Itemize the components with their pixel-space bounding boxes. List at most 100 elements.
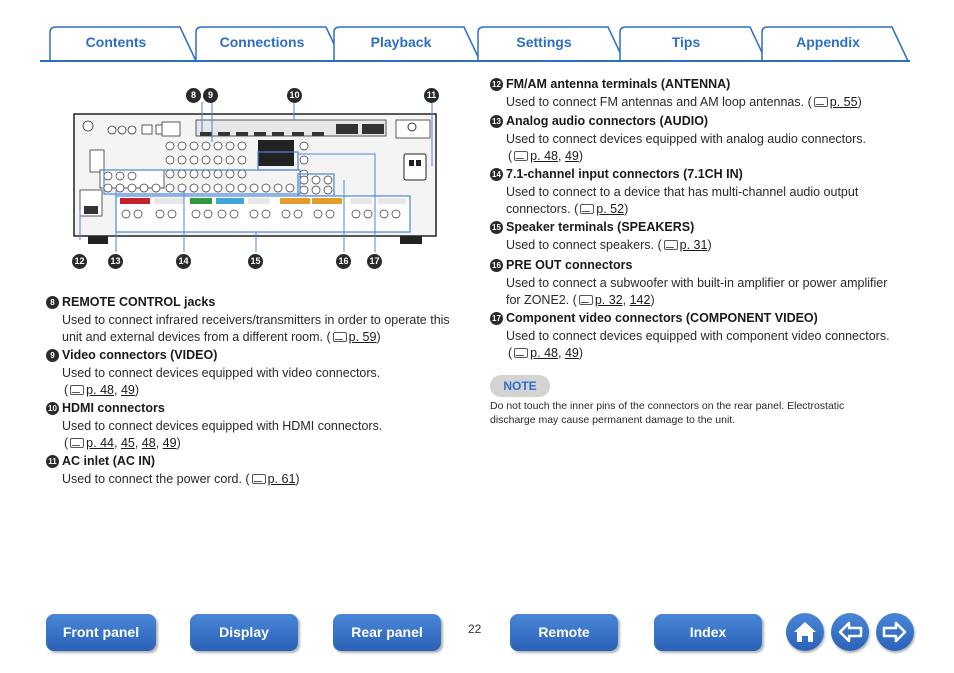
entry-number: 17: [490, 311, 503, 325]
display-button[interactable]: Display: [190, 614, 298, 651]
rear-panel-diagram: 8 9 10 11 12 13 14 15 16 17: [60, 80, 452, 276]
callout-marker-14: 14: [176, 254, 191, 269]
page-ref-link[interactable]: p. 48: [530, 345, 558, 360]
back-button[interactable]: [831, 613, 869, 651]
entry-body: Used to connect devices equipped with co…: [490, 328, 910, 361]
page-ref-icon: [332, 331, 347, 342]
entry-title: Video connectors (VIDEO): [62, 348, 218, 362]
entry-body: Used to connect the power cord. (p. 61): [46, 471, 466, 488]
page-ref-link[interactable]: 49: [564, 345, 579, 360]
tab-contents[interactable]: Contents: [48, 26, 198, 62]
entry-text: ): [707, 238, 712, 252]
note-badge: NOTE: [490, 375, 550, 397]
page-ref-icon: [514, 150, 529, 161]
entry-body: Used to connect devices equipped with an…: [490, 131, 910, 164]
entry-text: Used to connect devices equipped with co…: [506, 329, 890, 343]
page-ref-icon: [251, 474, 266, 484]
tab-connections[interactable]: Connections: [194, 26, 344, 62]
callout-marker-10: 10: [287, 88, 302, 103]
home-button[interactable]: [786, 613, 824, 651]
page-ref-link[interactable]: 142: [629, 292, 651, 307]
page-ref-link[interactable]: p. 31: [679, 238, 708, 252]
page-ref-link[interactable]: 45: [120, 435, 135, 450]
entry-text: ): [650, 292, 655, 307]
entry-text: Used to connect a subwoofer with built-i…: [506, 276, 888, 290]
tab-appendix[interactable]: Appendix: [760, 26, 910, 62]
page-ref-icon: [663, 240, 678, 250]
callout-marker-13: 13: [108, 254, 123, 269]
entry-body: Used to connect to a device that has mul…: [490, 184, 910, 217]
page-ref-icon: [578, 294, 593, 305]
page-ref-link[interactable]: p. 61: [267, 472, 296, 486]
callout-marker-11: 11: [424, 88, 439, 103]
entry-number: 10: [46, 401, 59, 415]
page-ref-link[interactable]: p. 32: [594, 292, 623, 307]
tab-underline: [40, 60, 910, 62]
callout-marker-9: 9: [203, 88, 218, 103]
page-ref-link[interactable]: 48: [141, 435, 156, 450]
tab-settings[interactable]: Settings: [476, 26, 626, 62]
remote-button[interactable]: Remote: [510, 614, 618, 651]
entry-text: ): [134, 382, 140, 397]
front-panel-button[interactable]: Front panel: [46, 614, 156, 651]
tab-shape: [49, 26, 197, 62]
page-ref-link[interactable]: p. 44: [86, 435, 114, 450]
page-ref-link[interactable]: p. 48: [86, 382, 114, 397]
page-ref-link[interactable]: 49: [564, 148, 579, 163]
note-line: Do not touch the inner pins of the conne…: [490, 400, 845, 412]
arrow-left-icon: [838, 621, 863, 643]
page-ref-link[interactable]: 49: [120, 382, 135, 397]
tab-shape: [333, 26, 481, 62]
entry-text: (: [508, 345, 513, 360]
tab-label: Appendix: [796, 34, 860, 50]
rear-panel-button[interactable]: Rear panel: [333, 614, 441, 651]
tab-shape: [477, 26, 625, 62]
page-ref-link[interactable]: p. 48: [530, 148, 558, 163]
entry-text: ): [176, 435, 181, 450]
page-ref-link[interactable]: 49: [162, 435, 177, 450]
tab-label: Tips: [671, 34, 701, 50]
page-ref-link[interactable]: p. 59: [348, 329, 377, 344]
tab-label: Contents: [85, 34, 147, 50]
entry-text: (: [64, 382, 69, 397]
top-tab-bar: Contents Connections Playback Settings T…: [40, 26, 910, 62]
page-ref-link[interactable]: p. 55: [829, 95, 858, 109]
callout-marker-16: 16: [336, 254, 351, 269]
index-button[interactable]: Index: [654, 614, 762, 651]
forward-button[interactable]: [876, 613, 914, 651]
note-text: Do not touch the inner pins of the conne…: [490, 399, 910, 427]
entry-text: Used to connect speakers. (: [506, 238, 662, 252]
tab-playback[interactable]: Playback: [332, 26, 482, 62]
entry-number: 16: [490, 258, 503, 272]
entry-text: Used to connect infrared receivers/trans…: [62, 313, 450, 327]
entry-text: connectors. (: [506, 201, 579, 216]
entry-text: ): [295, 472, 300, 486]
tab-shape: [619, 26, 767, 62]
entry-body: Used to connect a subwoofer with built-i…: [490, 275, 910, 308]
page-ref-icon: [813, 97, 828, 107]
entry-text: ): [624, 201, 629, 216]
entry-title: HDMI connectors: [62, 401, 165, 415]
entry-text: ): [578, 148, 584, 163]
entry-number: 12: [490, 77, 503, 91]
tab-tips[interactable]: Tips: [618, 26, 768, 62]
entry-title: AC inlet (AC IN): [62, 454, 156, 468]
entry-text: Used to connect FM antennas and AM loop …: [506, 95, 812, 109]
entry-text: (: [508, 148, 513, 163]
entry-number: 11: [46, 454, 59, 468]
page-ref-link[interactable]: p. 52: [596, 201, 625, 216]
entry-text: for ZONE2. (: [506, 292, 577, 307]
entry-body: Used to connect FM antennas and AM loop …: [490, 94, 910, 111]
entry-body: Used to connect speakers. ( p. 31): [490, 237, 910, 254]
entry-number: 15: [490, 220, 503, 234]
home-icon: [794, 622, 816, 642]
entry-number: 8: [46, 295, 59, 309]
entry-text: ): [376, 329, 381, 344]
